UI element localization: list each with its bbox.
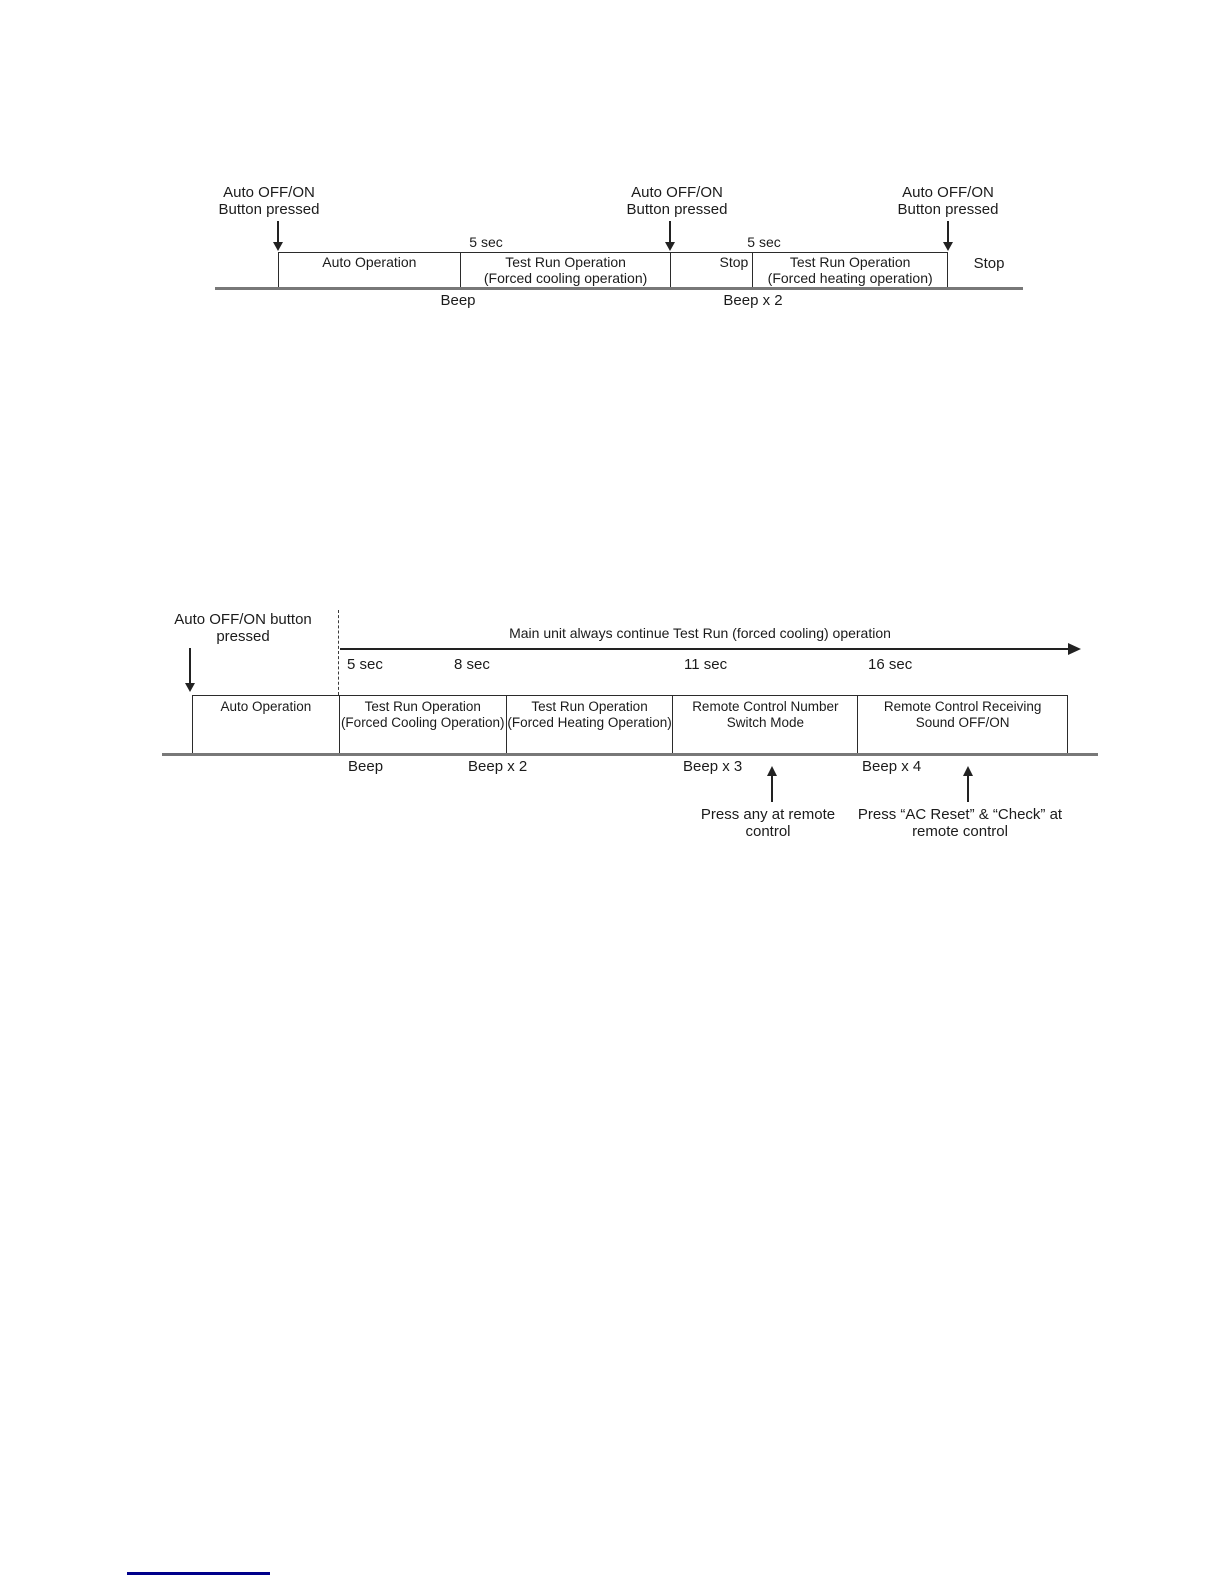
beep-label: Beep x 2 <box>723 292 783 309</box>
duration-label: 8 sec <box>454 656 490 673</box>
press-label-line: Button pressed <box>897 201 999 218</box>
beep-label: Beep <box>440 292 476 309</box>
beep-label: Beep <box>348 758 384 775</box>
note-press-any: Press any at remote control <box>701 806 835 840</box>
segment-label: Auto Operation <box>322 254 417 270</box>
footer-link-underline[interactable] <box>127 1572 270 1575</box>
press-label-line: Button pressed <box>218 201 320 218</box>
segment-label: Remote Control Receiving <box>883 699 1042 714</box>
press-label-line: Auto OFF/ON <box>902 184 994 201</box>
segment-remote-number-switch: Remote Control Number Switch Mode <box>673 696 859 753</box>
segment-label: Test Run Operation <box>505 254 626 270</box>
up-arrow-icon <box>963 766 973 802</box>
segment-auto-operation: Auto Operation <box>279 253 461 287</box>
segment-label: Switch Mode <box>726 714 804 730</box>
timeline-baseline <box>162 753 1098 756</box>
down-arrow-icon <box>273 221 283 251</box>
press-label-line: Auto OFF/ON <box>631 184 723 201</box>
segment-label: Sound OFF/ON <box>915 714 1010 730</box>
timeline-arrow-line <box>340 648 1068 650</box>
segment-test-run-cooling: Test Run Operation (Forced cooling opera… <box>461 253 672 287</box>
segment-label: (Forced Cooling Operation) <box>340 714 505 730</box>
end-stop-label: Stop <box>973 255 1005 272</box>
dashed-separator <box>338 610 339 695</box>
beep-label: Beep x 3 <box>683 758 743 775</box>
segment-label: (Forced cooling operation) <box>483 269 648 286</box>
duration-label: 11 sec <box>684 656 728 673</box>
beep-label: Beep x 2 <box>468 758 528 775</box>
segment-label: (Forced Heating Operation) <box>507 714 672 730</box>
note-press-ac-reset: Press “AC Reset” & “Check” at remote con… <box>858 806 1062 840</box>
segment-stop: Stop <box>671 253 754 287</box>
segment-label: Auto Operation <box>220 699 312 714</box>
segment-test-run-cooling: Test Run Operation (Forced Cooling Opera… <box>340 696 507 753</box>
press-label-3: Auto OFF/ON Button pressed <box>898 184 999 218</box>
timeline-box-row: Auto Operation Test Run Operation (Force… <box>192 695 1068 753</box>
down-arrow-icon <box>665 221 675 251</box>
segment-label: Test Run Operation <box>789 254 911 270</box>
press-label-line: Button pressed <box>626 201 728 218</box>
timeline-title: Main unit always continue Test Run (forc… <box>509 625 891 641</box>
duration-label: 5 sec <box>747 234 781 250</box>
segment-auto-operation: Auto Operation <box>193 696 340 753</box>
timeline-box-row: Auto Operation Test Run Operation (Force… <box>278 252 949 287</box>
down-arrow-icon <box>943 221 953 251</box>
segment-test-run-heating: Test Run Operation (Forced heating opera… <box>753 253 949 287</box>
press-label-2: Auto OFF/ON Button pressed <box>627 184 728 218</box>
press-label-1: Auto OFF/ON Button pressed <box>219 184 320 218</box>
press-label: Auto OFF/ON button pressed <box>174 611 312 645</box>
press-label-line: Auto OFF/ON <box>223 184 315 201</box>
timeline-baseline <box>215 287 1023 290</box>
segment-label: (Forced heating operation) <box>767 269 933 286</box>
segment-label: Test Run Operation <box>531 699 648 714</box>
right-arrow-icon <box>1068 643 1081 655</box>
duration-label: 16 sec <box>868 656 913 673</box>
note-line: Press “AC Reset” & “Check” at <box>857 806 1063 823</box>
duration-label: 5 sec <box>347 656 383 673</box>
segment-remote-receiving-sound: Remote Control Receiving Sound OFF/ON <box>858 696 1068 753</box>
beep-label: Beep x 4 <box>862 758 922 775</box>
note-line: Press any at remote <box>700 806 836 823</box>
segment-label: Remote Control Number <box>692 699 839 714</box>
press-label-line: pressed <box>216 628 270 645</box>
note-line: control <box>745 823 791 840</box>
up-arrow-icon <box>767 766 777 802</box>
duration-label: 5 sec <box>469 234 503 250</box>
segment-test-run-heating: Test Run Operation (Forced Heating Opera… <box>507 696 674 753</box>
note-line: remote control <box>912 823 1008 840</box>
segment-label: Stop <box>719 254 749 270</box>
segment-label: Test Run Operation <box>364 699 481 714</box>
down-arrow-icon <box>185 648 195 692</box>
press-label-line: Auto OFF/ON button <box>174 611 312 628</box>
